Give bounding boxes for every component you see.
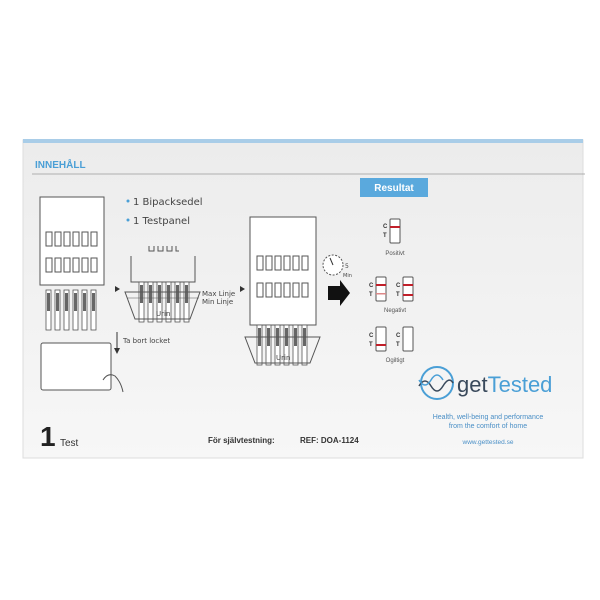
big-arrow-icon xyxy=(328,280,350,306)
box-top-edge xyxy=(23,139,583,143)
timer-icon: 5 Min xyxy=(322,254,352,279)
test-count: 1 xyxy=(40,421,56,452)
positive-label: Positivt xyxy=(385,251,405,257)
remove-cap-illustration: Ta bort locket xyxy=(40,332,170,393)
results-title: Resultat xyxy=(374,183,414,194)
result-negative: C T C T Negativt xyxy=(369,276,414,314)
result-invalid: C T C T Ogiltigt xyxy=(369,326,414,364)
website-url: www.gettested.se xyxy=(462,439,514,446)
results-badge xyxy=(360,178,428,197)
svg-text:C: C xyxy=(396,283,401,289)
result-positive: C T Positivt xyxy=(383,218,405,257)
tagline: Health, well-being and performance xyxy=(433,414,544,421)
section-title: INNEHÅLL xyxy=(35,158,86,171)
urine-label: Urin xyxy=(156,310,170,318)
timer-value: 5 xyxy=(345,263,349,270)
svg-text:T: T xyxy=(369,292,373,298)
contents-item: 1 Testpanel xyxy=(133,216,190,227)
brand-name: getTested xyxy=(457,372,552,397)
svg-text:C: C xyxy=(369,283,374,289)
contents-item: 1 Bipacksedel xyxy=(133,197,203,208)
test-panel-in-cup-illustration: Urin xyxy=(244,216,321,366)
remove-cap-label: Ta bort locket xyxy=(122,337,170,345)
max-line-label: Max Linje xyxy=(202,290,235,298)
svg-text:C: C xyxy=(369,333,374,339)
invalid-label: Ogiltigt xyxy=(386,358,405,364)
tagline: from the comfort of home xyxy=(449,423,527,430)
svg-text:T: T xyxy=(396,292,400,298)
test-panel-illustration xyxy=(39,196,105,331)
hand-icon xyxy=(102,374,124,393)
test-count-label: Test xyxy=(60,438,79,449)
min-line-label: Min Linje xyxy=(202,298,233,306)
svg-text:T: T xyxy=(383,233,387,239)
svg-text:C: C xyxy=(396,333,401,339)
urine-label: Urin xyxy=(276,354,290,362)
step-arrow-icon xyxy=(240,286,245,292)
timer-unit: Min xyxy=(343,273,352,279)
step-arrow-icon xyxy=(115,286,120,292)
ref-number: REF: DOA-1124 xyxy=(300,436,359,445)
brand-logo: getTested xyxy=(418,366,552,400)
dip-illustration: Urin Max Linje Min Linje xyxy=(124,246,235,323)
negative-label: Negativt xyxy=(384,308,406,314)
svg-text:T: T xyxy=(369,342,373,348)
svg-text:T: T xyxy=(396,342,400,348)
svg-text:C: C xyxy=(383,224,388,230)
self-test-label: För självtestning: xyxy=(208,436,275,445)
contents-list: 1 Bipacksedel 1 Testpanel xyxy=(126,197,203,227)
